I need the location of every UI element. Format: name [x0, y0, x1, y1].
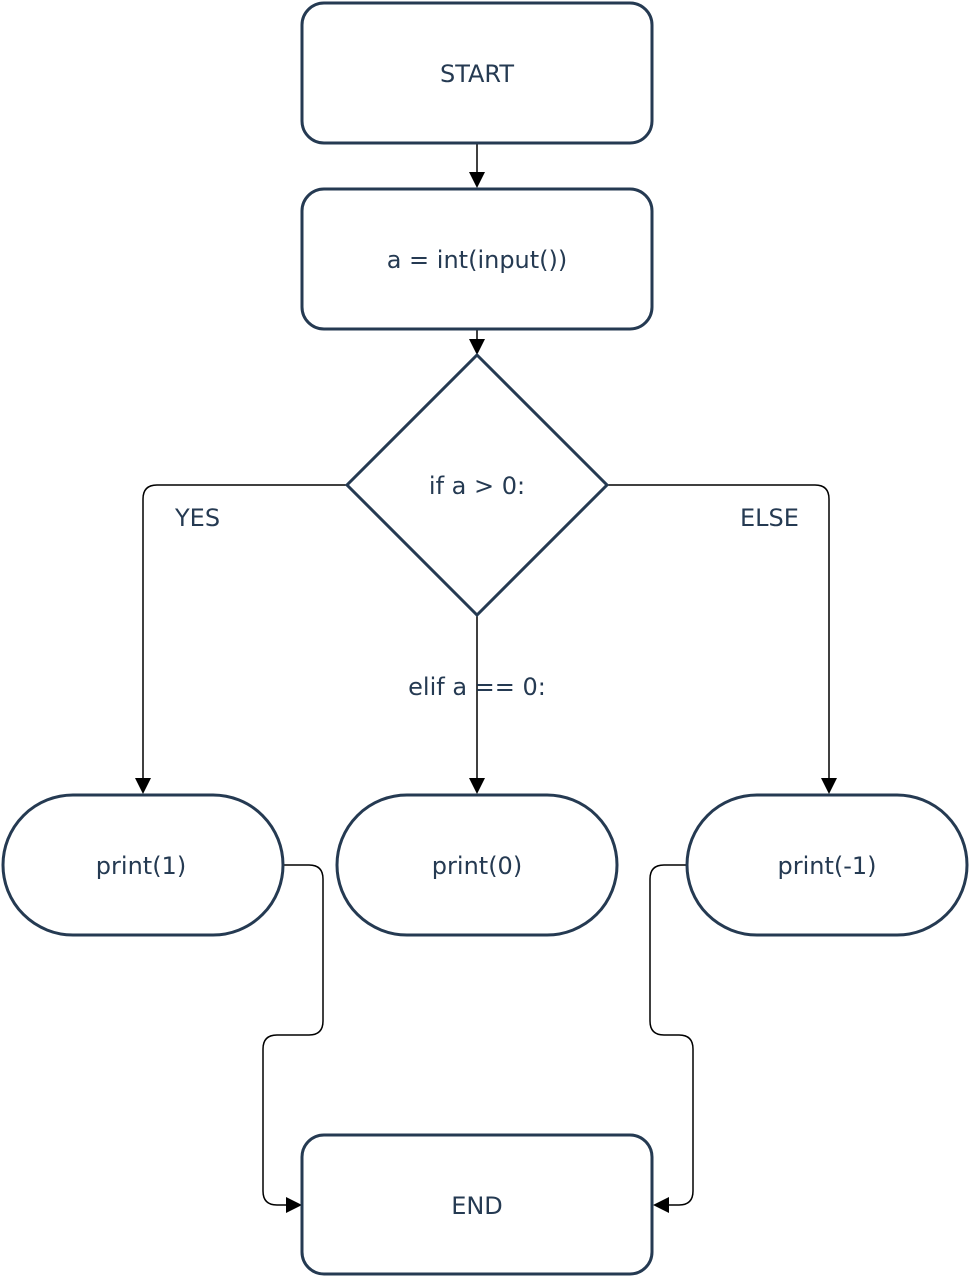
- node-start: START: [300, 1, 654, 145]
- node-print-neg-label: print(-1): [777, 852, 876, 880]
- arrowhead-input: [469, 172, 485, 188]
- arrowhead-print-pos: [135, 778, 151, 794]
- node-input: a = int(input()): [300, 187, 654, 331]
- node-decision: if a > 0:: [344, 352, 610, 618]
- node-decision-label: if a > 0:: [429, 472, 525, 500]
- node-input-label: a = int(input()): [387, 246, 568, 274]
- node-start-label: START: [440, 60, 514, 88]
- node-print-pos: print(1): [1, 793, 285, 937]
- arrowhead-end-left: [286, 1197, 302, 1213]
- node-print-zero: print(0): [335, 793, 619, 937]
- edge-label-elif: elif a == 0:: [408, 673, 546, 701]
- edge-label-yes: YES: [174, 504, 220, 532]
- connectors: [135, 143, 837, 1213]
- connector-else: [607, 484, 830, 780]
- node-print-neg: print(-1): [685, 793, 969, 937]
- arrowhead-print-zero: [469, 778, 485, 794]
- connector-print-neg-to-end: [649, 864, 694, 1206]
- arrowhead-print-neg: [821, 778, 837, 794]
- edge-label-else: ELSE: [740, 504, 799, 532]
- node-end-label: END: [451, 1192, 503, 1220]
- node-end: END: [300, 1133, 654, 1276]
- connector-yes: [142, 484, 347, 780]
- node-print-zero-label: print(0): [432, 852, 522, 880]
- arrowhead-end-right: [653, 1197, 669, 1213]
- node-print-pos-label: print(1): [96, 852, 186, 880]
- arrowhead-decision: [469, 339, 485, 355]
- connector-print-pos-to-end: [262, 864, 324, 1206]
